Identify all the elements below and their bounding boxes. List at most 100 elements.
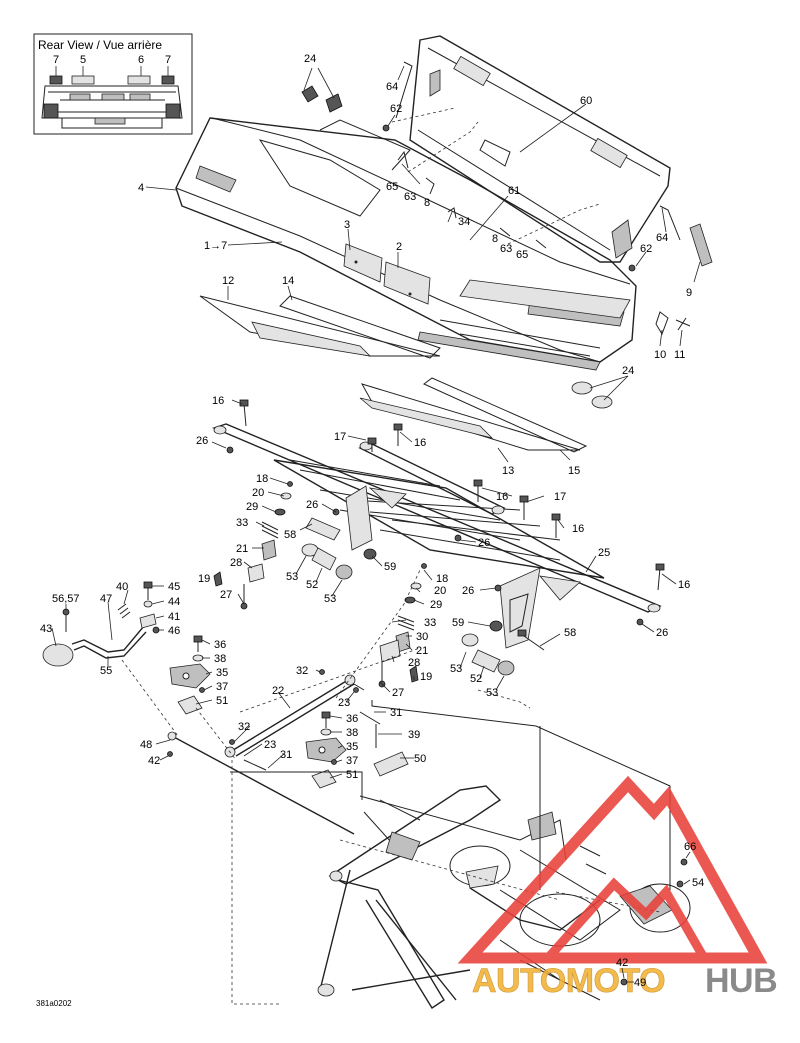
callout-15: 15 — [568, 465, 580, 477]
callout-40: 40 — [116, 581, 128, 593]
callout-59b: 59 — [452, 617, 464, 629]
callout-62a: 62 — [390, 103, 402, 115]
callout-38a: 38 — [214, 653, 226, 665]
inset-label-7-right: 7 — [165, 54, 171, 66]
callout-65b: 65 — [516, 249, 528, 261]
callout-63a: 63 — [404, 191, 416, 203]
callout-54: 54 — [692, 877, 704, 889]
callout-53b: 53 — [324, 593, 336, 605]
callout-64b: 64 — [656, 232, 668, 244]
inset-label-7-left: 7 — [53, 54, 59, 66]
watermark-logo-outer — [457, 775, 768, 964]
callout-27b: 27 — [392, 687, 404, 699]
inset-label-6: 6 — [138, 54, 144, 66]
callout-65a: 65 — [386, 181, 398, 193]
left-hardware-stack — [213, 481, 377, 610]
watermark-logo-inner — [537, 877, 712, 963]
callout-8a: 8 — [424, 197, 430, 209]
watermark-text-automoto: AUTOMOTO — [472, 962, 665, 1000]
callout-39: 39 — [408, 729, 420, 741]
callout-20a: 20 — [252, 487, 264, 499]
callout-27a: 27 — [220, 589, 232, 601]
callout-61: 61 — [508, 185, 520, 197]
callout-44: 44 — [168, 596, 180, 608]
callout-20b: 20 — [434, 585, 446, 597]
cargo-frame — [212, 399, 665, 649]
callout-12: 12 — [222, 275, 234, 287]
callout-42b: 42 — [616, 957, 628, 969]
callout-37a: 37 — [216, 681, 228, 693]
callout-28a: 28 — [230, 557, 242, 569]
callout-53c: 53 — [450, 663, 462, 675]
callout-26d: 26 — [462, 585, 474, 597]
callout-17b: 17 — [554, 491, 566, 503]
callout-59a: 59 — [384, 561, 396, 573]
callout-1to7: 1→7 — [204, 240, 227, 252]
callout-32a: 32 — [296, 665, 308, 677]
callout-29b: 29 — [430, 599, 442, 611]
callout-33b: 33 — [424, 617, 436, 629]
callout-22: 22 — [272, 685, 284, 697]
callout-51b: 51 — [346, 769, 358, 781]
callout-16e: 16 — [678, 579, 690, 591]
callout-36a: 36 — [214, 639, 226, 651]
callout-13: 13 — [502, 465, 514, 477]
callout-26c: 26 — [478, 537, 490, 549]
callout-11: 11 — [674, 349, 685, 361]
callout-26b: 26 — [306, 499, 318, 511]
callout-33a: 33 — [236, 517, 248, 529]
leader-lines — [51, 65, 701, 983]
callout-34: 34 — [458, 216, 470, 228]
decal-2 — [383, 261, 431, 305]
callout-38b: 38 — [346, 727, 358, 739]
callout-49: 49 — [634, 977, 646, 989]
callout-47: 47 — [100, 593, 112, 605]
callout-36b: 36 — [346, 713, 358, 725]
callout-26e: 26 — [656, 627, 668, 639]
callout-labels: 24 64 60 62 4 65 63 8 61 34 1→7 3 2 8 63… — [40, 53, 704, 989]
callout-14: 14 — [282, 275, 294, 287]
rear-view-inset: Rear View / Vue arrière 7 5 6 7 — [33, 33, 193, 135]
callout-52a: 52 — [306, 579, 318, 591]
callout-16a: 16 — [212, 395, 224, 407]
callout-35b: 35 — [346, 741, 358, 753]
callout-41: 41 — [168, 611, 180, 623]
floor-mats — [199, 295, 588, 453]
callout-42a: 42 — [148, 755, 160, 767]
callout-2: 2 — [396, 241, 402, 253]
callout-60: 60 — [580, 95, 592, 107]
callout-31a: 31 — [390, 707, 402, 719]
callout-26a: 26 — [196, 435, 208, 447]
callout-50: 50 — [414, 753, 426, 765]
callout-24a: 24 — [304, 53, 316, 65]
callout-32b: 32 — [238, 721, 250, 733]
cargo-box — [175, 35, 713, 409]
callout-5657: 56,57 — [52, 593, 80, 605]
callout-24b: 24 — [622, 365, 634, 377]
callout-19b: 19 — [420, 671, 432, 683]
inset-caption: Rear View / Vue arrière — [38, 38, 162, 52]
callout-23a: 23 — [338, 697, 350, 709]
callout-53a: 53 — [286, 571, 298, 583]
callout-29a: 29 — [246, 501, 258, 513]
linkage-assembly — [42, 569, 421, 835]
callout-18b: 18 — [436, 573, 448, 585]
callout-17a: 17 — [334, 431, 346, 443]
callout-66: 66 — [684, 841, 696, 853]
callout-18a: 18 — [256, 473, 268, 485]
callout-19a: 19 — [198, 573, 210, 585]
callout-58b: 58 — [564, 627, 576, 639]
callout-53d: 53 — [486, 687, 498, 699]
callout-28b: 28 — [408, 657, 420, 669]
inset-label-5: 5 — [80, 54, 86, 66]
callout-16c: 16 — [496, 491, 508, 503]
callout-37b: 37 — [346, 755, 358, 767]
callout-58a: 58 — [284, 529, 296, 541]
callout-35a: 35 — [216, 667, 228, 679]
callout-3: 3 — [344, 219, 350, 231]
callout-30: 30 — [416, 631, 428, 643]
tailgate — [409, 35, 671, 263]
callout-21b: 21 — [416, 645, 428, 657]
callout-48: 48 — [140, 739, 152, 751]
